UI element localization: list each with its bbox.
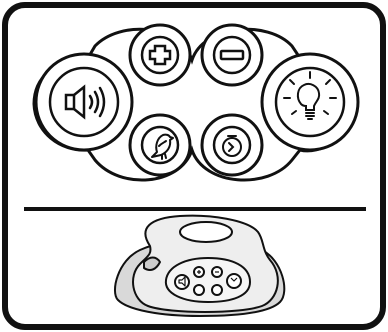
sound-device-illustration — [114, 214, 286, 317]
plus-icon — [148, 44, 172, 66]
timer-button[interactable] — [200, 113, 264, 177]
minus-icon — [219, 49, 245, 61]
minus-button[interactable] — [200, 23, 264, 87]
bird-icon — [151, 133, 174, 160]
timer-icon — [222, 135, 242, 157]
lightbulb-icon — [283, 71, 337, 120]
volume-button[interactable] — [34, 52, 134, 152]
plus-button[interactable] — [128, 23, 192, 87]
device-button-cluster — [174, 266, 242, 296]
light-button[interactable] — [260, 52, 360, 152]
speaker-volume-icon — [64, 84, 106, 120]
bird-button[interactable] — [128, 113, 192, 177]
